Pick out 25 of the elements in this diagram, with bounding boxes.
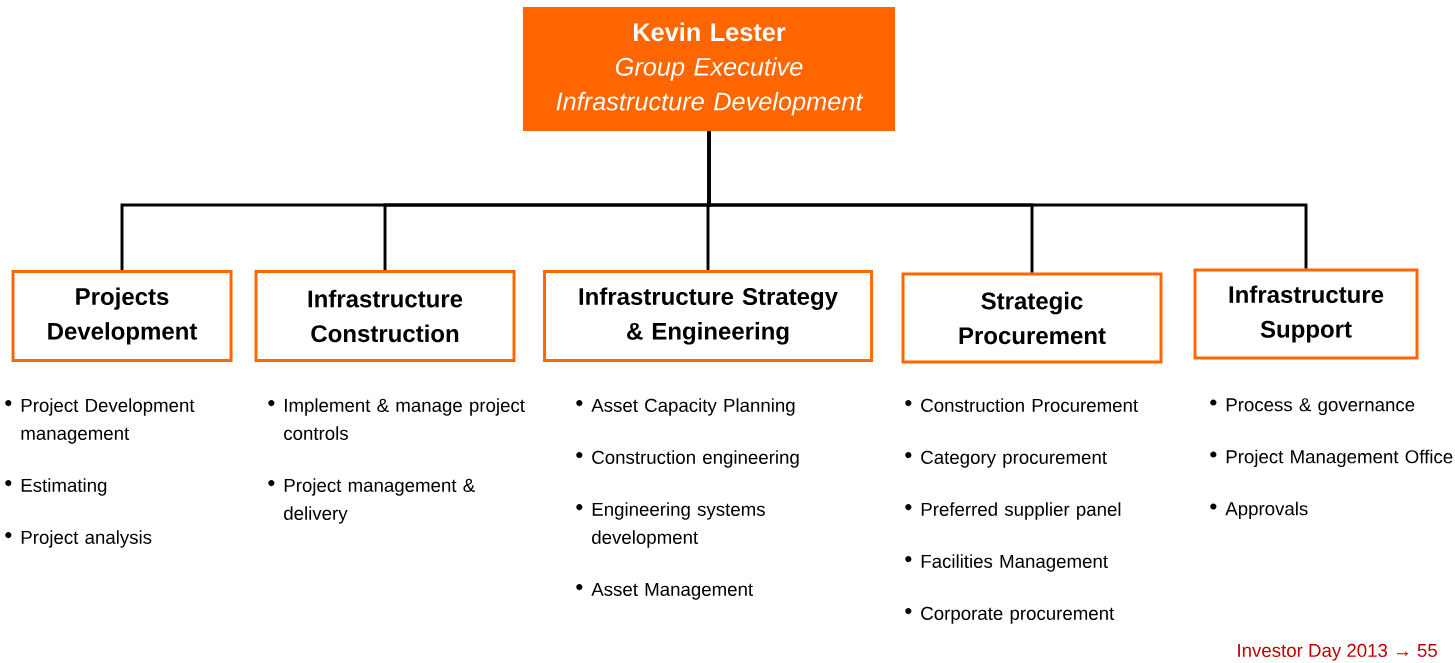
bullet-item: Approvals	[1225, 501, 1308, 520]
bullet-item: Project Development management	[21, 398, 195, 444]
bullet-item: Implement & manage project controls	[284, 398, 525, 440]
footer-text: Investor Day 2013 → 55	[1238, 643, 1437, 661]
department-box: Infrastructure Strategy & Engineering	[543, 270, 873, 362]
bullet-item: Process & governance	[1226, 398, 1415, 416]
executive-box: Kevin Lester Group Executive Infrastructure Development	[523, 7, 895, 131]
bullet-item: Asset Management	[591, 582, 753, 600]
bullet-item: Preferred supplier panel	[921, 502, 1121, 520]
department-box: Projects Development	[11, 270, 233, 362]
bullet-item: Project analysis	[21, 530, 152, 548]
connector-line	[707, 131, 1308, 269]
bullet-item: Engineering systems development	[592, 502, 765, 548]
bullet-item: Estimating	[21, 478, 107, 496]
department-box: Infrastructure Construction	[254, 270, 516, 362]
bullet-item: Corporate procurement	[921, 606, 1115, 624]
bullet-item: Construction engineering	[592, 450, 799, 468]
department-box: Infrastructure Support	[1193, 268, 1419, 360]
bullet-item: Construction Procurement	[921, 398, 1138, 412]
bullet-item: Category procurement	[921, 450, 1107, 468]
bullet-item: Asset Capacity Planning	[591, 398, 795, 416]
department-box: Strategic Procurement	[901, 272, 1163, 364]
bullet-item: Facilities Management	[921, 554, 1108, 572]
bullet-item: Project management & delivery	[284, 478, 475, 524]
bullet-item: Project Management Office	[1226, 449, 1453, 468]
